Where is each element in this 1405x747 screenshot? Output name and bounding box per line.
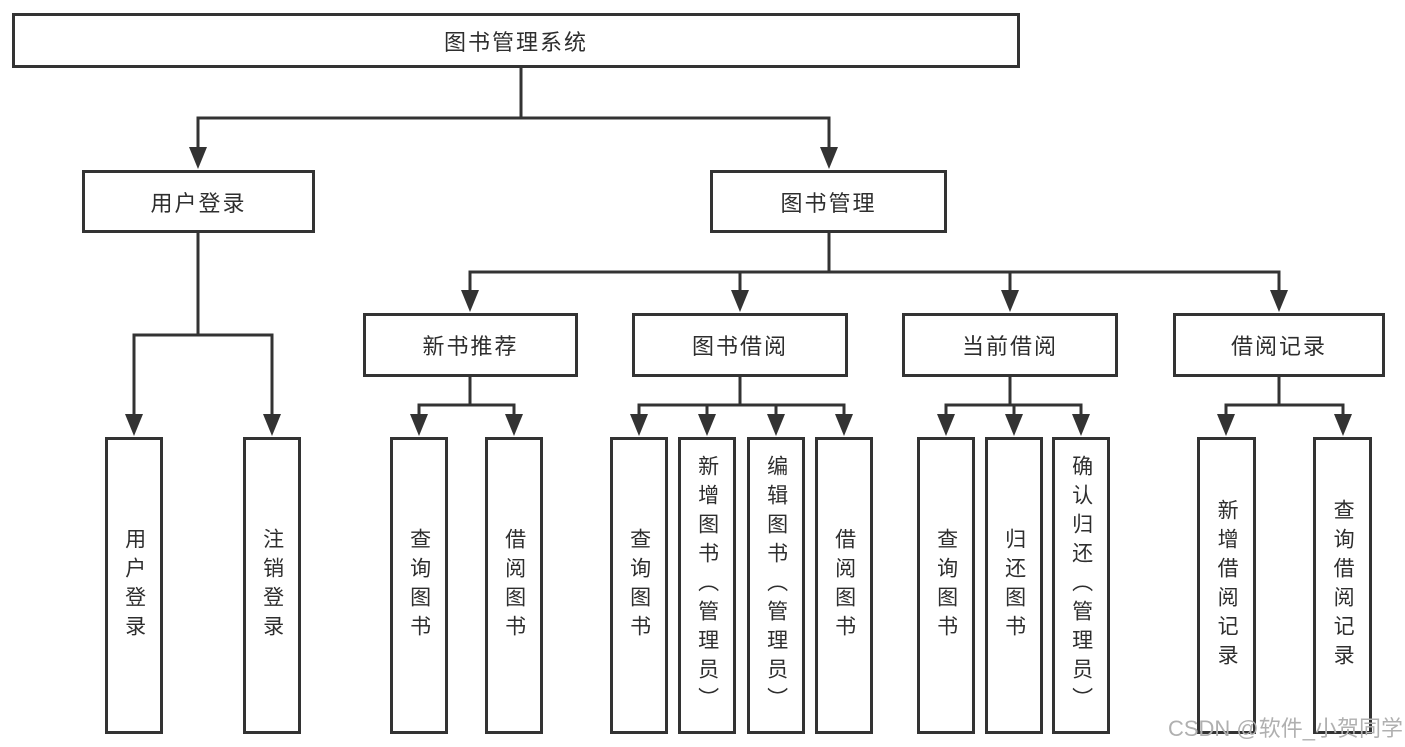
node-book-management-label: 图书管理 — [780, 190, 877, 216]
node-borrow-records-label: 借阅记录 — [1230, 334, 1327, 359]
node-user-login: 用户登录 — [82, 170, 315, 233]
leaf-borrow-books-recommend: 借阅图书 — [485, 437, 543, 734]
leaf-query-books-current: 查询图书 — [917, 437, 975, 734]
leaf-query-books-borrow: 查询图书 — [610, 437, 668, 734]
arrow-icon — [461, 290, 479, 312]
arrow-icon — [835, 414, 853, 436]
connector-user-login — [132, 231, 274, 420]
leaf-label: 注销登录 — [260, 527, 284, 644]
node-user-login-label: 用户登录 — [150, 190, 247, 216]
arrow-icon — [767, 414, 785, 436]
leaf-label: 新增借阅记录 — [1215, 498, 1239, 673]
connector-book-borrow — [637, 375, 846, 420]
connector-current-borrow — [944, 375, 1083, 420]
leaf-add-borrow-record: 新增借阅记录 — [1197, 437, 1256, 734]
arrow-icon — [1001, 290, 1019, 312]
arrow-icon — [937, 414, 955, 436]
leaf-label: 用户登录 — [122, 527, 146, 644]
arrow-icon — [630, 414, 648, 436]
arrow-icon — [505, 414, 523, 436]
leaf-return-books: 归还图书 — [985, 437, 1043, 734]
leaf-label: 编辑图书（管理员） — [764, 455, 788, 716]
leaf-label: 查询图书 — [934, 527, 958, 644]
leaf-label: 查询图书 — [627, 527, 651, 644]
node-book-borrow: 图书借阅 — [632, 313, 848, 377]
arrow-icon — [1270, 290, 1288, 312]
leaf-label: 借阅图书 — [502, 527, 526, 644]
node-root: 图书管理系统 — [12, 13, 1020, 68]
leaf-add-books-admin: 新增图书（管理员） — [678, 437, 736, 734]
node-new-book-recommend: 新书推荐 — [363, 313, 578, 377]
arrow-icon — [410, 414, 428, 436]
node-current-borrow: 当前借阅 — [902, 313, 1118, 377]
node-book-borrow-label: 图书借阅 — [691, 334, 788, 359]
leaf-logout: 注销登录 — [243, 437, 301, 734]
leaf-query-books-recommend: 查询图书 — [390, 437, 448, 734]
arrow-icon — [1005, 414, 1023, 436]
arrow-icon — [1072, 414, 1090, 436]
connector-borrow-records — [1224, 375, 1345, 420]
arrow-icon — [189, 147, 207, 169]
arrow-icon — [731, 290, 749, 312]
leaf-edit-books-admin: 编辑图书（管理员） — [747, 437, 805, 734]
leaf-label: 借阅图书 — [832, 527, 856, 644]
leaf-label: 查询图书 — [407, 527, 431, 644]
arrow-icon — [1217, 414, 1235, 436]
connector-book-management — [468, 231, 1281, 296]
node-current-borrow-label: 当前借阅 — [961, 334, 1058, 359]
connector-root — [196, 66, 831, 152]
csdn-watermark: CSDN @软件_小贺同学 — [1167, 716, 1403, 741]
leaf-query-borrow-record: 查询借阅记录 — [1313, 437, 1372, 734]
node-new-book-recommend-label: 新书推荐 — [422, 334, 519, 359]
leaf-label: 查询借阅记录 — [1331, 498, 1355, 673]
node-root-label: 图书管理系统 — [443, 29, 588, 55]
arrow-icon — [1334, 414, 1352, 436]
arrow-icon — [125, 414, 143, 436]
arrowheads — [125, 147, 1352, 436]
connector-new-book — [417, 375, 516, 420]
leaf-label: 归还图书 — [1002, 527, 1026, 644]
node-book-management: 图书管理 — [710, 170, 947, 233]
leaf-borrow-books: 借阅图书 — [815, 437, 873, 734]
arrow-icon — [820, 147, 838, 169]
arrow-icon — [263, 414, 281, 436]
node-borrow-records: 借阅记录 — [1173, 313, 1385, 377]
leaf-user-login: 用户登录 — [105, 437, 163, 734]
leaf-label: 新增图书（管理员） — [695, 455, 719, 716]
arrow-icon — [698, 414, 716, 436]
leaf-confirm-return-admin: 确认归还（管理员） — [1052, 437, 1110, 734]
leaf-label: 确认归还（管理员） — [1069, 455, 1093, 716]
